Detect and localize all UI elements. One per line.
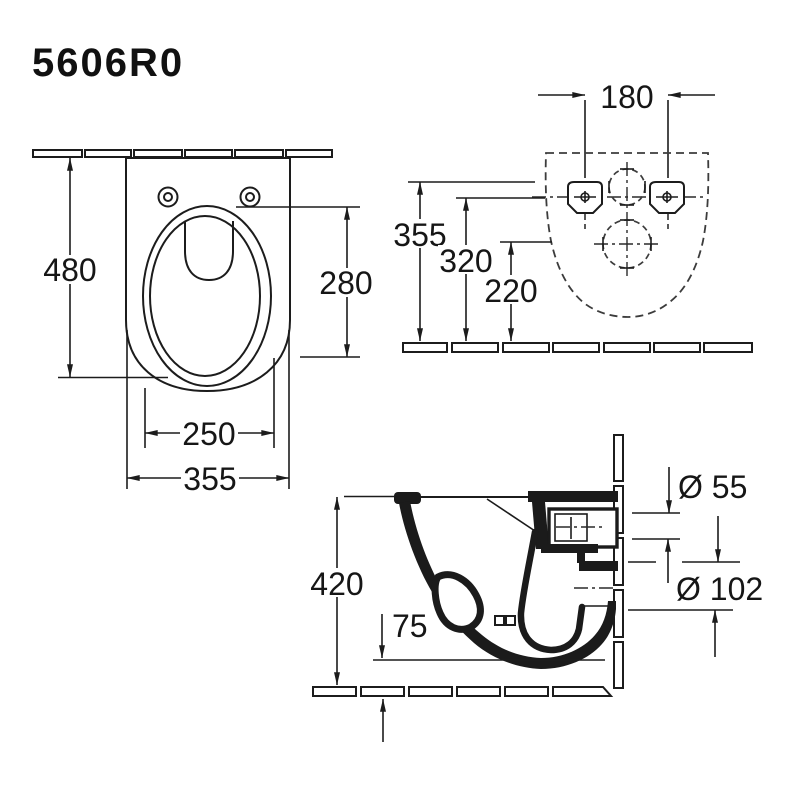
dimension-rear-220: 220: [483, 241, 552, 342]
dim-label-inlet: Ø 55: [678, 469, 747, 505]
dimension-rear-320: 320: [438, 197, 545, 342]
fixing-hole-right: [239, 186, 261, 208]
sump-pocket: [431, 571, 484, 633]
dim-label-250: 250: [182, 416, 235, 452]
dimension-clearance-75: 75: [373, 608, 605, 742]
bowl-opening: [149, 215, 261, 377]
bowl-inner-edge: [486, 498, 536, 532]
flush-shelf: [184, 221, 234, 282]
trapway-section: [517, 528, 586, 654]
dimension-outlet-diameter: Ø 102: [628, 516, 763, 657]
outlet-pipe-section: [574, 547, 618, 607]
outlet-circle: [594, 219, 662, 269]
rear-floor-hatch: [402, 342, 753, 353]
rear-mount-section: [528, 491, 618, 502]
dim-label-480: 480: [43, 252, 96, 288]
dimension-bowl-width-250: 250: [144, 358, 275, 452]
model-number-title: 5606R0: [32, 41, 184, 85]
dim-label-355-plan: 355: [183, 461, 236, 497]
dim-label-220: 220: [484, 273, 537, 309]
toilet-plan-outline: [125, 158, 291, 393]
dimension-width-355: 355: [126, 330, 290, 497]
fixing-hole-left: [157, 186, 179, 208]
dimension-hole-spacing-180: 180: [538, 79, 715, 178]
dim-label-320: 320: [439, 243, 492, 279]
fixing-pocket-right: [649, 181, 685, 214]
inlet-spigot-section: [541, 507, 619, 553]
dimension-rear-355: 355: [392, 181, 535, 342]
dim-label-75: 75: [392, 608, 428, 644]
plan-wall-hatch: [32, 149, 333, 158]
fixing-pocket-left: [567, 181, 603, 214]
dimension-height-420: 420: [308, 495, 395, 686]
seat-ring-outer: [142, 205, 272, 387]
dim-label-180: 180: [600, 79, 653, 115]
toilet-cross-section: [394, 491, 619, 669]
dim-label-420: 420: [310, 566, 363, 602]
dimension-bowl-depth-280: 280: [236, 206, 376, 358]
dim-label-355-rear: 355: [393, 217, 446, 253]
side-floor-hatch: [312, 686, 614, 697]
dimension-depth-480: 480: [42, 157, 168, 379]
dimension-inlet-diameter: Ø 55: [632, 467, 747, 583]
jet-hole-right: [505, 615, 516, 626]
dim-label-280: 280: [319, 265, 372, 301]
dim-label-outlet: Ø 102: [676, 571, 763, 607]
rear-view: 180: [392, 79, 753, 353]
plan-view: 480 280 250 355: [32, 149, 376, 497]
side-section-view: 420 75 Ø 55 Ø 102: [308, 434, 763, 742]
water-inlet-circle: [608, 168, 646, 206]
jet-hole-left: [494, 615, 505, 626]
rear-outline-dashed: [544, 152, 710, 318]
front-rim-section: [394, 492, 421, 504]
